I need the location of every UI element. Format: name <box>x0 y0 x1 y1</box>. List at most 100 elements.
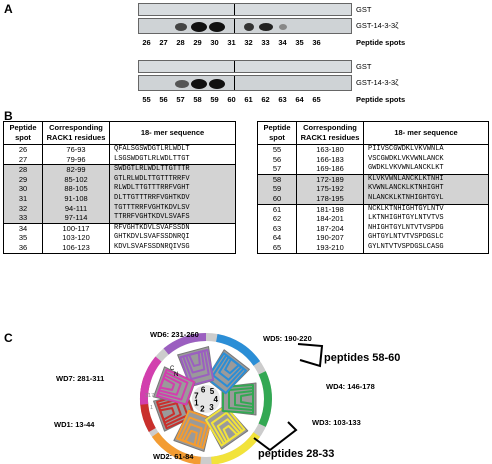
spot-cell: 36 <box>3 242 43 254</box>
residues-cell: 82-99 <box>42 164 110 175</box>
blade-6 <box>177 346 215 388</box>
sequence-cell: NLANCKLKTNHIGHTGYL <box>363 193 489 205</box>
spot-num: 61 <box>244 95 253 104</box>
residues-cell: 106-123 <box>42 242 110 254</box>
gst1433-label-bottom: GST-14-3-3ζ <box>356 78 399 87</box>
sequence-cell: NHIGHTGYLNTVTVSPDG <box>368 223 444 232</box>
sequence-cell: GTLRLWDLTTGTTTRRFV <box>109 174 236 185</box>
residues-cell: 181-198 <box>296 203 364 215</box>
blot-spots <box>175 79 225 89</box>
spot-num: 31 <box>227 38 236 47</box>
wd2-arc <box>151 432 202 464</box>
sequence-cell: LKTNHIGHTGYLNTVTVS <box>368 214 444 223</box>
blade-number: 2 <box>200 404 205 413</box>
bracket-peptides-58-60 <box>297 343 324 368</box>
sequence-cell: TTRRFVGHTKDVLSVAFS <box>109 213 236 224</box>
spot-cell: 35 <box>3 233 43 243</box>
sequence-cell: KLVKVWNLANCKLKTNHI <box>363 173 489 185</box>
wd3-label: WD3: 103-133 <box>312 418 361 427</box>
spot-num: 63 <box>278 95 287 104</box>
spot-cell: 60 <box>257 193 297 205</box>
spot-cell: 30 <box>3 184 43 194</box>
gst-label-bottom: GST <box>356 62 372 71</box>
blot-spots <box>175 22 287 32</box>
spot-num: 59 <box>210 95 219 104</box>
col-header-residues: Corresponding RACK1 residues <box>296 121 364 145</box>
sequence-cell: GHTGYLNTVTVSPDGSLC <box>368 233 444 242</box>
residues-cell: 178-195 <box>296 193 364 205</box>
residues-cell: 172-189 <box>296 173 364 185</box>
residues-cell: 166-183 <box>296 154 364 165</box>
peptides-28-33-label: peptides 28-33 <box>258 448 335 460</box>
peptide-table-right: Peptide spot Corresponding RACK1 residue… <box>257 121 489 254</box>
spot-cell: 59 <box>257 184 297 194</box>
sequence-cell: RLWDLTTGTTTRRFVGHT <box>109 184 236 194</box>
gst-strip <box>138 3 352 16</box>
spot-cell: 27 <box>3 154 43 165</box>
sequence-cell: PIIVSCGWDKLVKVWNLA <box>368 145 444 153</box>
sequence-cell: TGTTTRRFVGHTKDVLSV <box>109 203 236 214</box>
spot-cell: 56 <box>257 154 297 165</box>
wd6-label: WD6: 231-260 <box>150 330 199 339</box>
blade-number: 1 <box>194 398 199 407</box>
spot-num: 28 <box>176 38 185 47</box>
blade-5 <box>205 349 250 395</box>
residues-cell: 187-204 <box>296 223 364 234</box>
wd-ring <box>139 332 272 464</box>
spot-59 <box>191 79 207 89</box>
spot-33 <box>259 23 273 31</box>
spot-cell: 57 <box>257 164 297 175</box>
spot-cell: 32 <box>3 203 43 214</box>
peptides-58-60-label: peptides 58-60 <box>324 352 401 364</box>
gst-strip <box>138 60 352 73</box>
residues-cell: 103-120 <box>42 233 110 243</box>
sequence-cell: QFALSGSWDGTLRLWDLT <box>114 145 190 153</box>
blades <box>153 346 257 452</box>
gst-label-top: GST <box>356 5 372 14</box>
bracket-peptides-28-33 <box>253 421 298 452</box>
sequence-cell: VSCGWDKLVKVWNLANCK <box>368 154 444 163</box>
blade-3 <box>204 404 249 450</box>
residues-cell: 193-210 <box>296 242 364 254</box>
spot-58 <box>175 80 189 88</box>
spot-cell: 61 <box>257 203 297 215</box>
residues-cell: 91-108 <box>42 193 110 204</box>
n-terminus-label: N <box>174 372 178 378</box>
spot-num: 34 <box>278 38 287 47</box>
peptide-spots-label-top: Peptide spots <box>356 38 406 47</box>
spot-cell: 28 <box>3 164 43 175</box>
sequence-cell: DLTTGTTTRRFVGHTKDV <box>109 193 236 204</box>
residue-317-label: 317 <box>145 393 154 399</box>
wd4-label: WD4: 146-178 <box>326 382 375 391</box>
sequence-cell: NCKLKTNHIGHTGYLNTV <box>363 203 489 215</box>
residues-cell: 79-96 <box>42 154 110 165</box>
sequence-cell: LSGSWDGTLRLWDLTTGT <box>114 154 190 163</box>
spot-60 <box>209 79 225 89</box>
residues-cell: 97-114 <box>42 213 110 224</box>
sequence-cell: GHTKDVLSVAFSSDNRQI <box>114 233 190 242</box>
wd5-arc <box>215 333 261 366</box>
blade-number: 6 <box>201 385 206 394</box>
c-terminus-label: C <box>170 366 175 372</box>
panel-a-letter: A <box>4 2 13 16</box>
spot-num: 26 <box>142 38 151 47</box>
panel-c-letter: C <box>4 331 13 345</box>
residues-cell: 94-111 <box>42 203 110 214</box>
spot-cell: 63 <box>257 223 297 234</box>
residues-cell: 163-180 <box>296 144 364 155</box>
blade-number: 4 <box>214 395 219 404</box>
spot-num: 58 <box>193 95 202 104</box>
blade-number: 3 <box>209 403 214 412</box>
